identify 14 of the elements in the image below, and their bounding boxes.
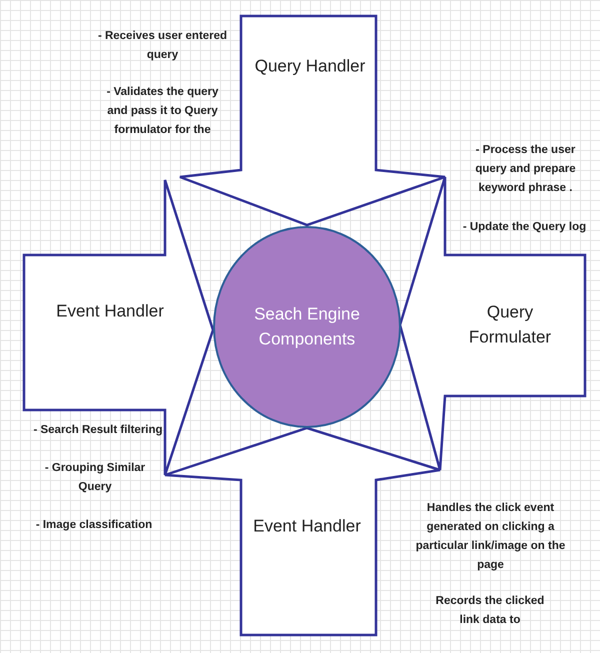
component-title: Seach Engine Components <box>253 303 361 350</box>
component-label: Event Handler <box>56 300 164 323</box>
component-label: Event Handler <box>253 516 361 538</box>
description-note: - Validates the query and pass it to Query formulator for the <box>106 85 220 138</box>
description-note: - Image classification <box>34 518 154 533</box>
description-note: - Update the Query log <box>462 220 588 235</box>
description-note: - Process the user query and prepare keyword phrase . <box>474 143 577 196</box>
description-note: Handles the click event generated on clicking a particular link/image on the page <box>414 501 566 573</box>
description-note: - Receives user entered query <box>96 29 228 63</box>
description-note: Records the clicked link data to <box>434 594 546 628</box>
description-note: - Grouping Similar Query <box>44 461 146 495</box>
description-note: - Search Result filtering <box>32 423 164 438</box>
component-label: Query Formulater <box>468 301 552 348</box>
component-label: Query Handler <box>254 56 366 78</box>
